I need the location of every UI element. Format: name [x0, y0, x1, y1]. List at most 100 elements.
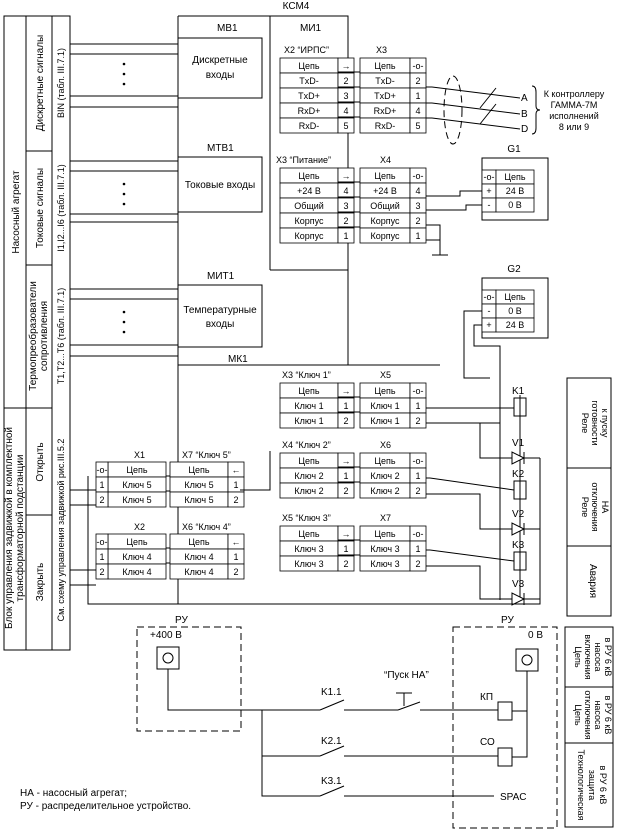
- kp-coil: [497, 701, 513, 721]
- connector-tables: Цепь→TxD-2TxD+3RxD+4RxD-5Цепь-o-TxD-2TxD…: [95, 57, 432, 580]
- x2-title: X2 “ИРПС”: [284, 45, 329, 55]
- connector-pin: 1: [415, 401, 420, 411]
- connector-row-name: Общий: [370, 201, 400, 211]
- g1-name: G1: [507, 144, 521, 155]
- valve-block-label-2: трансформаторной подстанции: [14, 455, 26, 602]
- connector-row-name: Ключ 1: [294, 416, 323, 426]
- connector-symbol: →: [342, 529, 351, 539]
- connector-row-name: Ключ 4: [184, 567, 213, 577]
- key3-group: X5 “Ключ 3” X7: [282, 513, 391, 523]
- ready-line-1: Реле: [580, 413, 590, 434]
- discrete-signals-label: Дискретные сигналы: [35, 35, 46, 132]
- connector-symbol: →: [342, 456, 351, 466]
- connector-row-name: Ключ 4: [122, 567, 151, 577]
- key5-group: X1 X7 “Ключ 5”: [134, 450, 231, 460]
- off-line-3: НА: [600, 501, 610, 514]
- connector-row-name: RxD+: [374, 106, 397, 116]
- g1-value-1: 24 В: [506, 186, 525, 196]
- k1-label: K1: [512, 386, 525, 397]
- connector-row-name: Ключ 5: [122, 480, 151, 490]
- c3-line-2: защита: [587, 770, 597, 801]
- connector-row-name: Корпус: [370, 231, 400, 241]
- connector-row-name: +24 В: [297, 186, 321, 196]
- connector-row-name: Ключ 2: [294, 486, 323, 496]
- c3-line-3: в РУ 6 кВ: [598, 766, 608, 805]
- connector-symbol: -o-: [413, 61, 424, 71]
- x6b-title: X6 “Ключ 4”: [182, 522, 231, 532]
- connector-pin: 1: [343, 401, 348, 411]
- connector-pin: 1: [415, 231, 420, 241]
- c3-line-1: Технологическая: [576, 750, 586, 821]
- connector-row-name: Корпус: [294, 231, 324, 241]
- relay-column: K1 K2 K3 V1 V2 V3: [429, 386, 540, 606]
- thermo-label-1: Термопреобразователи: [27, 281, 39, 391]
- x4-title: X4: [380, 155, 391, 165]
- connector-pin: 4: [415, 106, 420, 116]
- x1-title: X1: [134, 450, 145, 460]
- terminal-b: B: [521, 109, 528, 120]
- connector-pin: 1: [99, 480, 104, 490]
- svg-text:-o-: -o-: [484, 292, 495, 302]
- input-wires: [70, 43, 178, 357]
- ru-right-label: РУ: [501, 615, 514, 626]
- x7b-title: X7 “Ключ 5”: [182, 450, 231, 460]
- connector-pin: 5: [343, 121, 348, 131]
- connector-pin: 2: [415, 486, 420, 496]
- thermo-label-2: сопротивления: [39, 301, 50, 371]
- connector-header: Цепь: [374, 171, 396, 181]
- connector-row-name: Ключ 1: [294, 401, 323, 411]
- bottom-section: РУ РУ +400 В 0 В K1.1 K2.1 K3.1 “Пуск НА…: [20, 615, 614, 829]
- connector-row-name: Ключ 4: [184, 552, 213, 562]
- connector-row-name: Ключ 2: [294, 471, 323, 481]
- current-signals-label: Токовые сигналы: [35, 168, 46, 248]
- mtv1-label: Токовые входы: [185, 180, 255, 191]
- connector-row-name: Ключ 3: [370, 559, 399, 569]
- connector-pin: 2: [415, 216, 420, 226]
- connector-symbol: -o-: [97, 465, 108, 475]
- g1-supply: G1 -o- Цепь + 24 В - 0 В: [430, 144, 549, 256]
- controller-link: A B D К контроллеру ГАММА-7М исполнений …: [431, 75, 605, 145]
- connector-row-name: RxD-: [375, 121, 396, 131]
- k11-label: K1.1: [321, 687, 342, 698]
- connector-pin: 2: [343, 216, 348, 226]
- x5-title: X5: [380, 370, 391, 380]
- connector-row-name: Ключ 5: [184, 495, 213, 505]
- spac-label: SPAC: [500, 792, 527, 803]
- connector-symbol: -o-: [413, 386, 424, 396]
- connector-row-name: RxD-: [299, 121, 320, 131]
- start-button-label: “Пуск НА”: [384, 670, 429, 681]
- connector-row-name: Ключ 5: [122, 495, 151, 505]
- connector-pin: 2: [233, 567, 238, 577]
- mtv1-box: [177, 156, 263, 213]
- connector-pin: 4: [415, 186, 420, 196]
- connector-symbol: ←: [232, 465, 241, 475]
- connector-row-name: Ключ 2: [370, 486, 399, 496]
- co-label: СО: [480, 737, 495, 748]
- connector-pin: 3: [343, 201, 348, 211]
- controller-line-1: К контроллеру: [544, 89, 605, 99]
- mit1-name: МИТ1: [207, 271, 235, 282]
- c2-line-3: насоса: [593, 700, 603, 729]
- connector-header: Цепь: [374, 61, 396, 71]
- c1-line-4: в РУ 6 кВ: [603, 638, 613, 677]
- mit1-label-1: Температурные: [183, 305, 257, 316]
- x3-x4-power-group: X3 “Питание” X4: [276, 155, 391, 165]
- valve-block-label-1: Блок управления задвижкой в комплектной: [4, 427, 15, 629]
- connector-header: Цепь: [126, 465, 148, 475]
- connector-row-name: Общий: [294, 201, 324, 211]
- see-scheme-label: См. схему управления задвижкой рис.III.5…: [56, 439, 66, 622]
- connector-pin: 3: [415, 201, 420, 211]
- x5b-title: X5 “Ключ 3”: [282, 513, 331, 523]
- v1-label: V1: [512, 438, 525, 449]
- connector-symbol: -o-: [413, 529, 424, 539]
- g2-header: Цепь: [504, 292, 526, 302]
- connector-pin: 1: [343, 471, 348, 481]
- g1-sign-2: -: [488, 200, 491, 210]
